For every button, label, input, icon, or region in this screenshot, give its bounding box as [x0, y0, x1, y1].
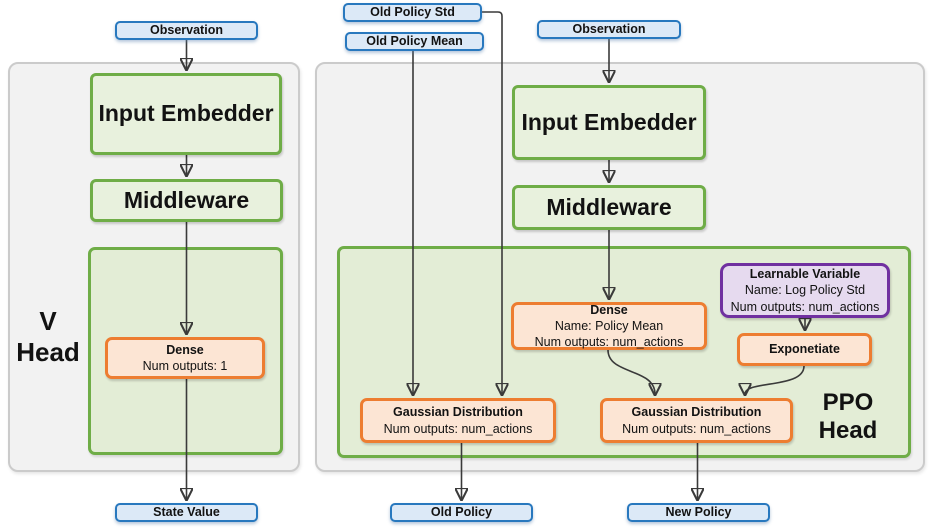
gaussian-distribution-old-title: Gaussian Distribution	[393, 405, 523, 420]
observation-input-ppo-label: Observation	[572, 22, 646, 37]
state-value-output: State Value	[115, 503, 258, 522]
new-policy-output: New Policy	[627, 503, 770, 522]
input-embedder-v: Input Embedder	[90, 73, 282, 155]
dense-policy-mean: Dense Name: Policy Mean Num outputs: num…	[511, 302, 707, 350]
middleware-ppo-label: Middleware	[546, 193, 672, 220]
old-policy-output: Old Policy	[390, 503, 533, 522]
dense-v: Dense Num outputs: 1	[105, 337, 265, 379]
middleware-ppo: Middleware	[512, 185, 706, 230]
dense-policy-mean-line2: Num outputs: num_actions	[534, 335, 684, 350]
ppo-head-label-line1: PPO	[822, 389, 874, 416]
middleware-v-label: Middleware	[123, 186, 250, 213]
middleware-v: Middleware	[90, 179, 283, 222]
dense-policy-mean-line1: Name: Policy Mean	[554, 318, 664, 333]
ppo-head-label: PPO Head	[803, 389, 893, 446]
learnable-variable-line1: Name: Log Policy Std	[744, 283, 866, 298]
ppo-head-label-line2: Head	[818, 417, 878, 445]
old-policy-std-input-label: Old Policy Std	[370, 5, 455, 20]
edge-old-policy-std-to-gaussian-old	[482, 11, 502, 394]
dense-policy-mean-title: Dense	[590, 302, 628, 317]
gaussian-distribution-old-line1: Num outputs: num_actions	[383, 421, 533, 436]
exponetiate-label: Exponetiate	[769, 342, 840, 357]
gaussian-distribution-old: Gaussian Distribution Num outputs: num_a…	[360, 398, 556, 443]
dense-v-line1: Num outputs: 1	[142, 359, 228, 373]
old-policy-mean-input: Old Policy Mean	[345, 32, 484, 51]
dense-v-title: Dense	[166, 342, 204, 357]
edge-exponetiate-to-gaussian-new	[745, 365, 805, 394]
gaussian-distribution-new-title: Gaussian Distribution	[631, 405, 762, 420]
learnable-variable-title: Learnable Variable	[749, 267, 861, 282]
old-policy-output-label: Old Policy	[430, 505, 493, 520]
new-policy-output-label: New Policy	[665, 505, 732, 520]
learnable-variable: Learnable Variable Name: Log Policy Std …	[720, 263, 890, 318]
old-policy-std-input: Old Policy Std	[343, 3, 482, 22]
observation-input-v: Observation	[115, 21, 258, 40]
old-policy-mean-input-label: Old Policy Mean	[366, 34, 463, 49]
observation-input-ppo: Observation	[537, 20, 681, 39]
gaussian-distribution-new-line1: Num outputs: num_actions	[622, 421, 771, 436]
v-head-label: V Head	[8, 306, 88, 367]
input-embedder-v-label: Input Embedder	[98, 100, 274, 127]
v-head-label-line1: V	[39, 306, 57, 336]
gaussian-distribution-new: Gaussian Distribution Num outputs: num_a…	[600, 398, 793, 443]
exponetiate: Exponetiate	[737, 333, 872, 366]
input-embedder-ppo-label: Input Embedder	[521, 108, 697, 135]
learnable-variable-line2: Num outputs: num_actions	[730, 299, 880, 314]
v-head-label-line2: Head	[16, 336, 80, 367]
state-value-output-label: State Value	[153, 505, 220, 520]
input-embedder-ppo: Input Embedder	[512, 85, 706, 160]
edge-dense-to-gaussian-new	[607, 349, 655, 394]
observation-input-v-label: Observation	[150, 23, 223, 38]
